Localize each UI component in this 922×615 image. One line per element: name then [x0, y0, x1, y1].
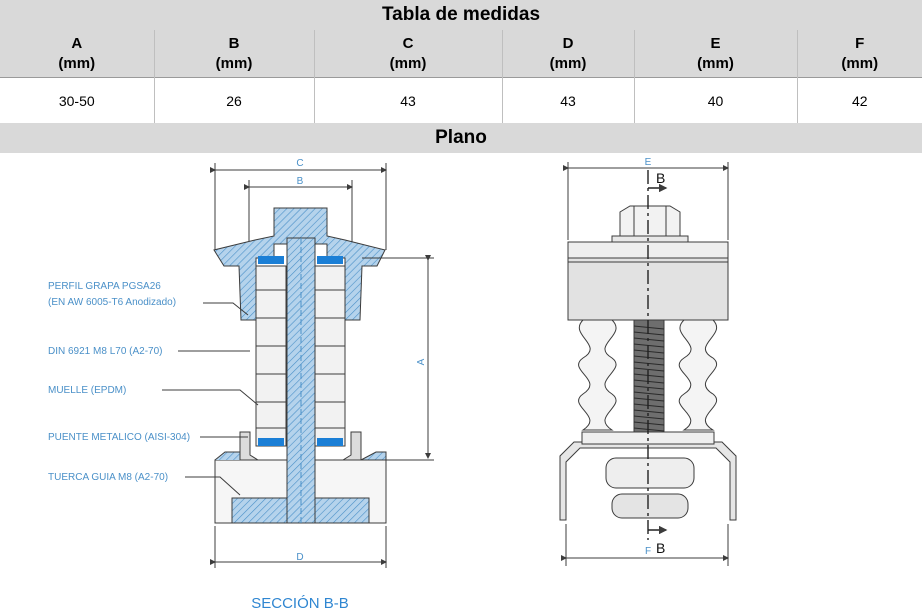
front-view: E: [559, 157, 737, 566]
header-c-unit: (mm): [389, 54, 427, 72]
leader-lines: [162, 302, 259, 496]
technical-drawing: C B: [36, 153, 754, 613]
bolt-head: [619, 205, 681, 241]
header-e-letter: E: [710, 34, 721, 52]
dimension-c: [210, 163, 387, 250]
dimension-f: [561, 524, 729, 566]
header-e-unit: (mm): [697, 54, 734, 72]
dimension-f-label: F: [645, 546, 651, 557]
dimension-e-label: E: [645, 157, 652, 168]
callout-perfil-2: (EN AW 6005-T6 Anodizado): [48, 297, 176, 308]
bolt: [286, 237, 316, 524]
bridge-plate: [559, 441, 737, 521]
header-b-unit: (mm): [215, 54, 253, 72]
header-f-unit: (mm): [841, 54, 879, 72]
callout-perfil-1: PERFIL GRAPA PGSA26: [48, 281, 161, 292]
dimension-b-label: B: [297, 176, 304, 187]
table-header-row: A (mm) B (mm) C (mm) D (mm) E (mm) F (mm): [0, 30, 922, 78]
header-b: B (mm): [153, 30, 314, 78]
plan-title: Plano: [0, 123, 922, 153]
value-a: 30-50: [0, 77, 154, 124]
clip-profile: [213, 207, 386, 321]
section-marker-top: B: [656, 170, 665, 186]
value-c: 43: [313, 77, 502, 124]
nut-lower: [611, 493, 689, 519]
dimension-c-label: C: [296, 158, 303, 169]
guide-nut: [605, 457, 695, 489]
spring-bellows-left: [578, 319, 617, 431]
spring-bellows-right: [678, 319, 718, 431]
section-view: C B: [162, 158, 434, 568]
header-f: F (mm): [796, 30, 922, 78]
dimension-d-label: D: [296, 552, 303, 563]
dimension-a: [362, 255, 434, 461]
header-f-letter: F: [855, 34, 865, 52]
header-c-letter: C: [402, 34, 414, 52]
header-a: A (mm): [0, 30, 154, 78]
value-b: 26: [153, 77, 314, 124]
header-c: C (mm): [313, 30, 502, 78]
spring-left: [255, 265, 287, 447]
header-d: D (mm): [501, 30, 634, 78]
section-caption: SECCIÓN B-B: [251, 595, 349, 612]
section-marker-bottom: B: [656, 540, 665, 556]
dimension-d: [210, 526, 387, 568]
measurements-table: A (mm) B (mm) C (mm) D (mm) E (mm) F (mm) 30-5…: [0, 30, 922, 124]
washer-top-left: [258, 256, 284, 264]
header-d-unit: (mm): [549, 54, 587, 72]
spring-right: [314, 265, 346, 447]
callout-nut: TUERCA GUIA M8 (A2-70): [48, 472, 168, 483]
value-e: 40: [633, 77, 797, 124]
header-a-letter: A: [71, 34, 83, 52]
dimension-a-label: A: [416, 358, 427, 365]
washer-bottom-right: [317, 438, 343, 446]
dimension-e: [563, 162, 729, 240]
washer-top-right: [317, 256, 343, 264]
dimension-b: [244, 180, 353, 245]
header-a-unit: (mm): [58, 54, 96, 72]
washer-bottom-left: [258, 438, 284, 446]
table-title: Tabla de medidas: [0, 0, 922, 30]
callout-bridge: PUENTE METALICO (AISI-304): [48, 432, 190, 443]
value-f: 42: [796, 77, 922, 124]
callout-spring: MUELLE (EPDM): [48, 385, 126, 396]
value-d: 43: [501, 77, 634, 124]
callout-bolt: DIN 6921 M8 L70 (A2-70): [48, 346, 163, 357]
header-b-letter: B: [228, 34, 240, 52]
header-d-letter: D: [562, 34, 574, 52]
table-row: 30-50 26 43 43 40 42: [0, 77, 922, 124]
header-e: E (mm): [633, 30, 797, 78]
